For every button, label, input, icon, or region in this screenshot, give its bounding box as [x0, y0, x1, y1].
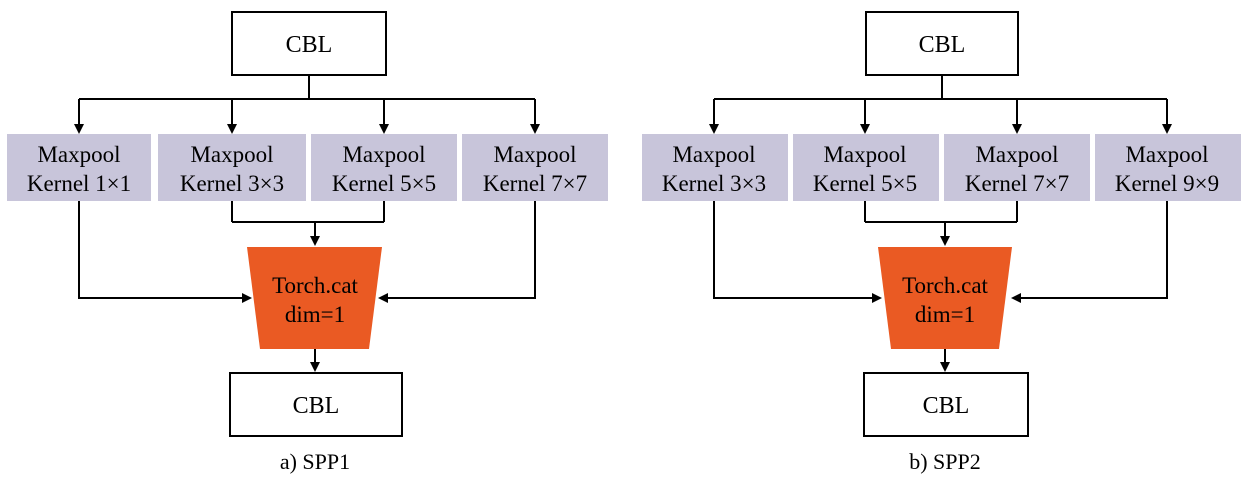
- dim-label: dim=1: [285, 302, 345, 327]
- maxpool-label: Maxpool: [823, 142, 906, 167]
- maxpool-box: Maxpool Kernel 5×5: [793, 134, 939, 201]
- kernel-label: Kernel 5×5: [332, 171, 436, 196]
- kernel-label: Kernel 7×7: [483, 171, 587, 196]
- cbl-top-label: CBL: [919, 32, 966, 58]
- kernel-label: Kernel 3×3: [662, 171, 766, 196]
- maxpool-box: Maxpool Kernel 7×7: [944, 134, 1090, 201]
- cbl-bottom-box: [863, 372, 1029, 437]
- torch-cat-block: Torch.cat dim=1: [878, 247, 1012, 349]
- cbl-bottom-label: CBL: [293, 393, 340, 419]
- maxpool-label: Maxpool: [672, 142, 755, 167]
- maxpool-box: Maxpool Kernel 7×7: [462, 134, 608, 201]
- cbl-bottom-label: CBL: [923, 393, 970, 419]
- merge-lines: [713, 201, 1168, 372]
- maxpool-label: Maxpool: [342, 142, 425, 167]
- panel-spp2: CBL Maxpool Kernel 3×3 Maxpool Kernel 5×…: [642, 11, 1241, 474]
- maxpool-box: Maxpool Kernel 3×3: [642, 134, 788, 201]
- kernel-label: Kernel 3×3: [180, 171, 284, 196]
- kernel-label: Kernel 7×7: [965, 171, 1069, 196]
- cbl-top-box: [231, 11, 387, 76]
- maxpool-label: Maxpool: [190, 142, 273, 167]
- kernel-label: Kernel 1×1: [27, 171, 131, 196]
- fanout-lines: [709, 75, 1172, 134]
- maxpool-box: Maxpool Kernel 5×5: [311, 134, 457, 201]
- maxpool-box: Maxpool Kernel 1×1: [7, 134, 151, 201]
- caption: b) SPP2: [909, 449, 981, 474]
- maxpool-label: Maxpool: [975, 142, 1058, 167]
- maxpool-label: Maxpool: [37, 142, 120, 167]
- maxpool-label: Maxpool: [493, 142, 576, 167]
- kernel-label: Kernel 9×9: [1115, 171, 1219, 196]
- panel-spp1: CBL Maxpool Kernel 1×1 Maxpool Kernel 3×…: [7, 11, 608, 474]
- maxpool-box: Maxpool Kernel 9×9: [1095, 134, 1241, 201]
- cat-label: Torch.cat: [272, 273, 358, 298]
- maxpool-box: Maxpool Kernel 3×3: [158, 134, 306, 201]
- fanout-lines: [74, 75, 540, 134]
- kernel-label: Kernel 5×5: [813, 171, 917, 196]
- merge-lines: [78, 201, 536, 372]
- cat-label: Torch.cat: [902, 273, 988, 298]
- torch-cat-block: Torch.cat dim=1: [247, 247, 382, 349]
- cbl-top-label: CBL: [286, 32, 333, 58]
- maxpool-label: Maxpool: [1125, 142, 1208, 167]
- cbl-bottom-box: [229, 372, 403, 437]
- caption: a) SPP1: [280, 449, 350, 474]
- dim-label: dim=1: [915, 302, 975, 327]
